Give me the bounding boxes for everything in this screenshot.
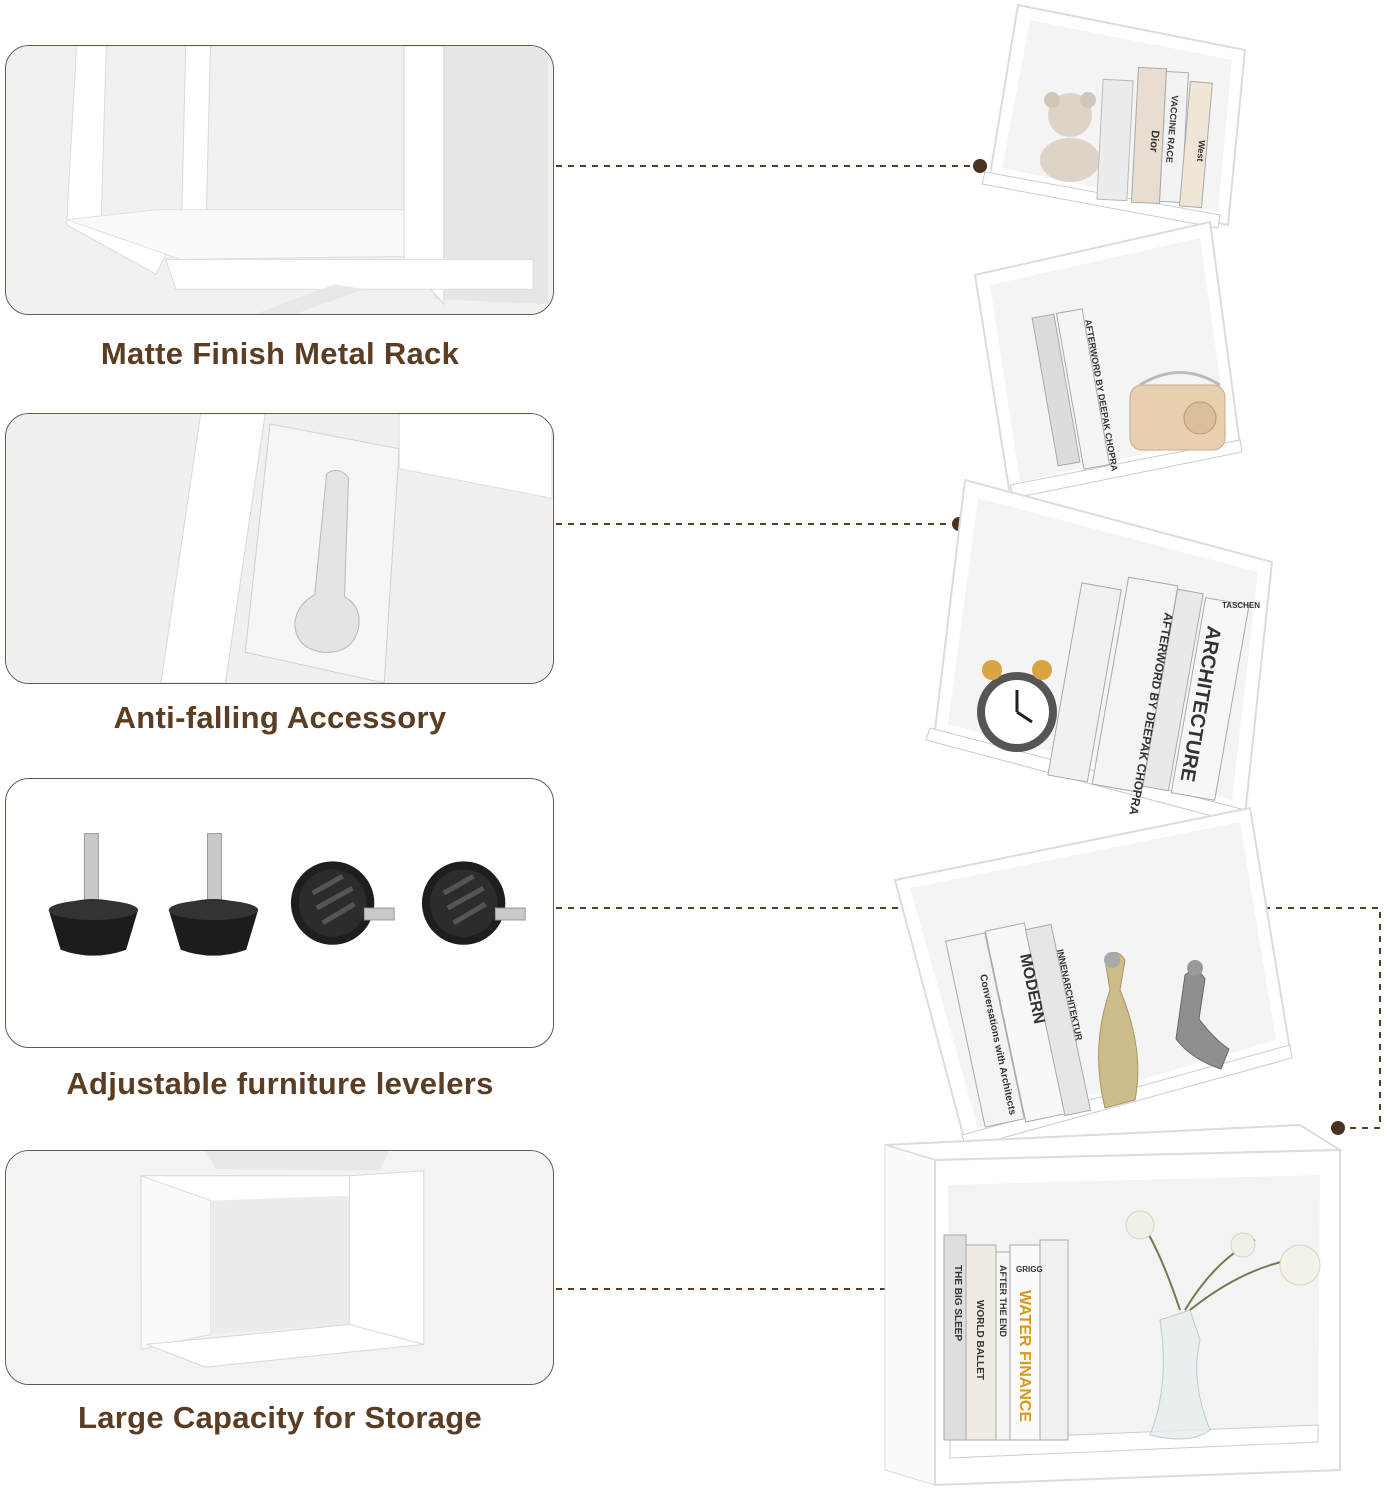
teddy-bear xyxy=(1040,92,1100,182)
bookshelf-product-image: VACCINE RACE Dior West AFTERWORD BY DEEP… xyxy=(884,3,1344,1487)
leveler-3 xyxy=(290,861,395,945)
caption-levelers: Adjustable furniture levelers xyxy=(66,1066,494,1101)
shelf-cube-3: AFTERWORD BY DEEPAK CHOPRA ARCHITECTURE … xyxy=(925,478,1274,825)
feature-panel-storage xyxy=(5,1150,554,1385)
leveler-4 xyxy=(421,861,526,945)
shelf-cube-4: MODERN Conversations with Architects INN… xyxy=(893,806,1293,1149)
anti-falling-bracket-image xyxy=(7,414,553,683)
shelf-cube-2: AFTERWORD BY DEEPAK CHOPRA xyxy=(973,220,1243,499)
leveler-2 xyxy=(168,833,259,956)
feature-panel-anti-falling xyxy=(5,413,554,684)
book-publisher-taschen: TASCHEN xyxy=(1222,601,1260,610)
metal-rack-closeup-image xyxy=(7,46,552,314)
book-title-water-finance: WATER FINANCE xyxy=(1016,1290,1033,1422)
book-title-big-sleep: THE BIG SLEEP xyxy=(952,1265,963,1341)
furniture-levelers-image xyxy=(48,833,526,956)
book-title-world-ballet: WORLD BALLET xyxy=(974,1300,985,1380)
book-author-grigg: GRIGG xyxy=(1016,1265,1043,1274)
shelf-cube-5: THE BIG SLEEP WORLD BALLET AFTER THE END… xyxy=(884,1123,1344,1487)
book-title-after-the-end: AFTER THE END xyxy=(998,1265,1008,1338)
caption-metal-rack: Matte Finish Metal Rack xyxy=(100,336,460,371)
feature-panel-levelers xyxy=(5,778,554,1048)
shelf-cube-1: VACCINE RACE Dior West xyxy=(981,3,1247,229)
feature-panel-metal-rack xyxy=(5,45,554,315)
dancing-figurines xyxy=(1098,952,1230,1109)
book-title-west: West xyxy=(1195,140,1207,162)
flower-vase xyxy=(1125,1210,1321,1440)
caption-anti-falling: Anti-falling Accessory xyxy=(113,700,447,735)
leveler-1 xyxy=(48,833,139,956)
alarm-clock xyxy=(977,660,1057,752)
radio xyxy=(1129,371,1226,451)
storage-cube-image xyxy=(7,1151,552,1384)
book-title-dior: Dior xyxy=(1147,130,1161,154)
caption-storage: Large Capacity for Storage xyxy=(77,1400,483,1435)
